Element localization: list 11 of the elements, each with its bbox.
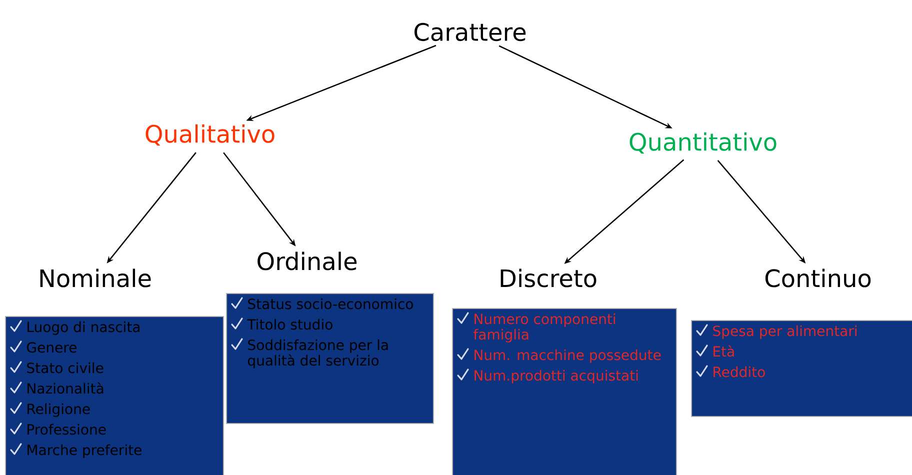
category-label: Ordinale	[258, 252, 357, 270]
title-text: Carattere	[414, 22, 526, 42]
list-box: Numero componenti famiglia Num. macchine possedute Num.prodotti acquistati	[452, 308, 677, 475]
category-label: Qualitativo	[146, 124, 274, 146]
category-label: Continuo	[765, 268, 871, 288]
list-box: Luogo di nascita Genere Stato civile Nazionalità Religione Professione Marche preferite	[5, 316, 224, 475]
category-label: Discreto	[500, 268, 596, 288]
category-label: Quantitativo	[630, 132, 776, 154]
category-label: Nominale	[40, 268, 151, 288]
list-box: Spesa per alimentari Età Reddito	[691, 320, 912, 417]
list-box: Status socio-economico Titolo studio Soddisfazione per la qualità del servizio	[226, 293, 434, 424]
